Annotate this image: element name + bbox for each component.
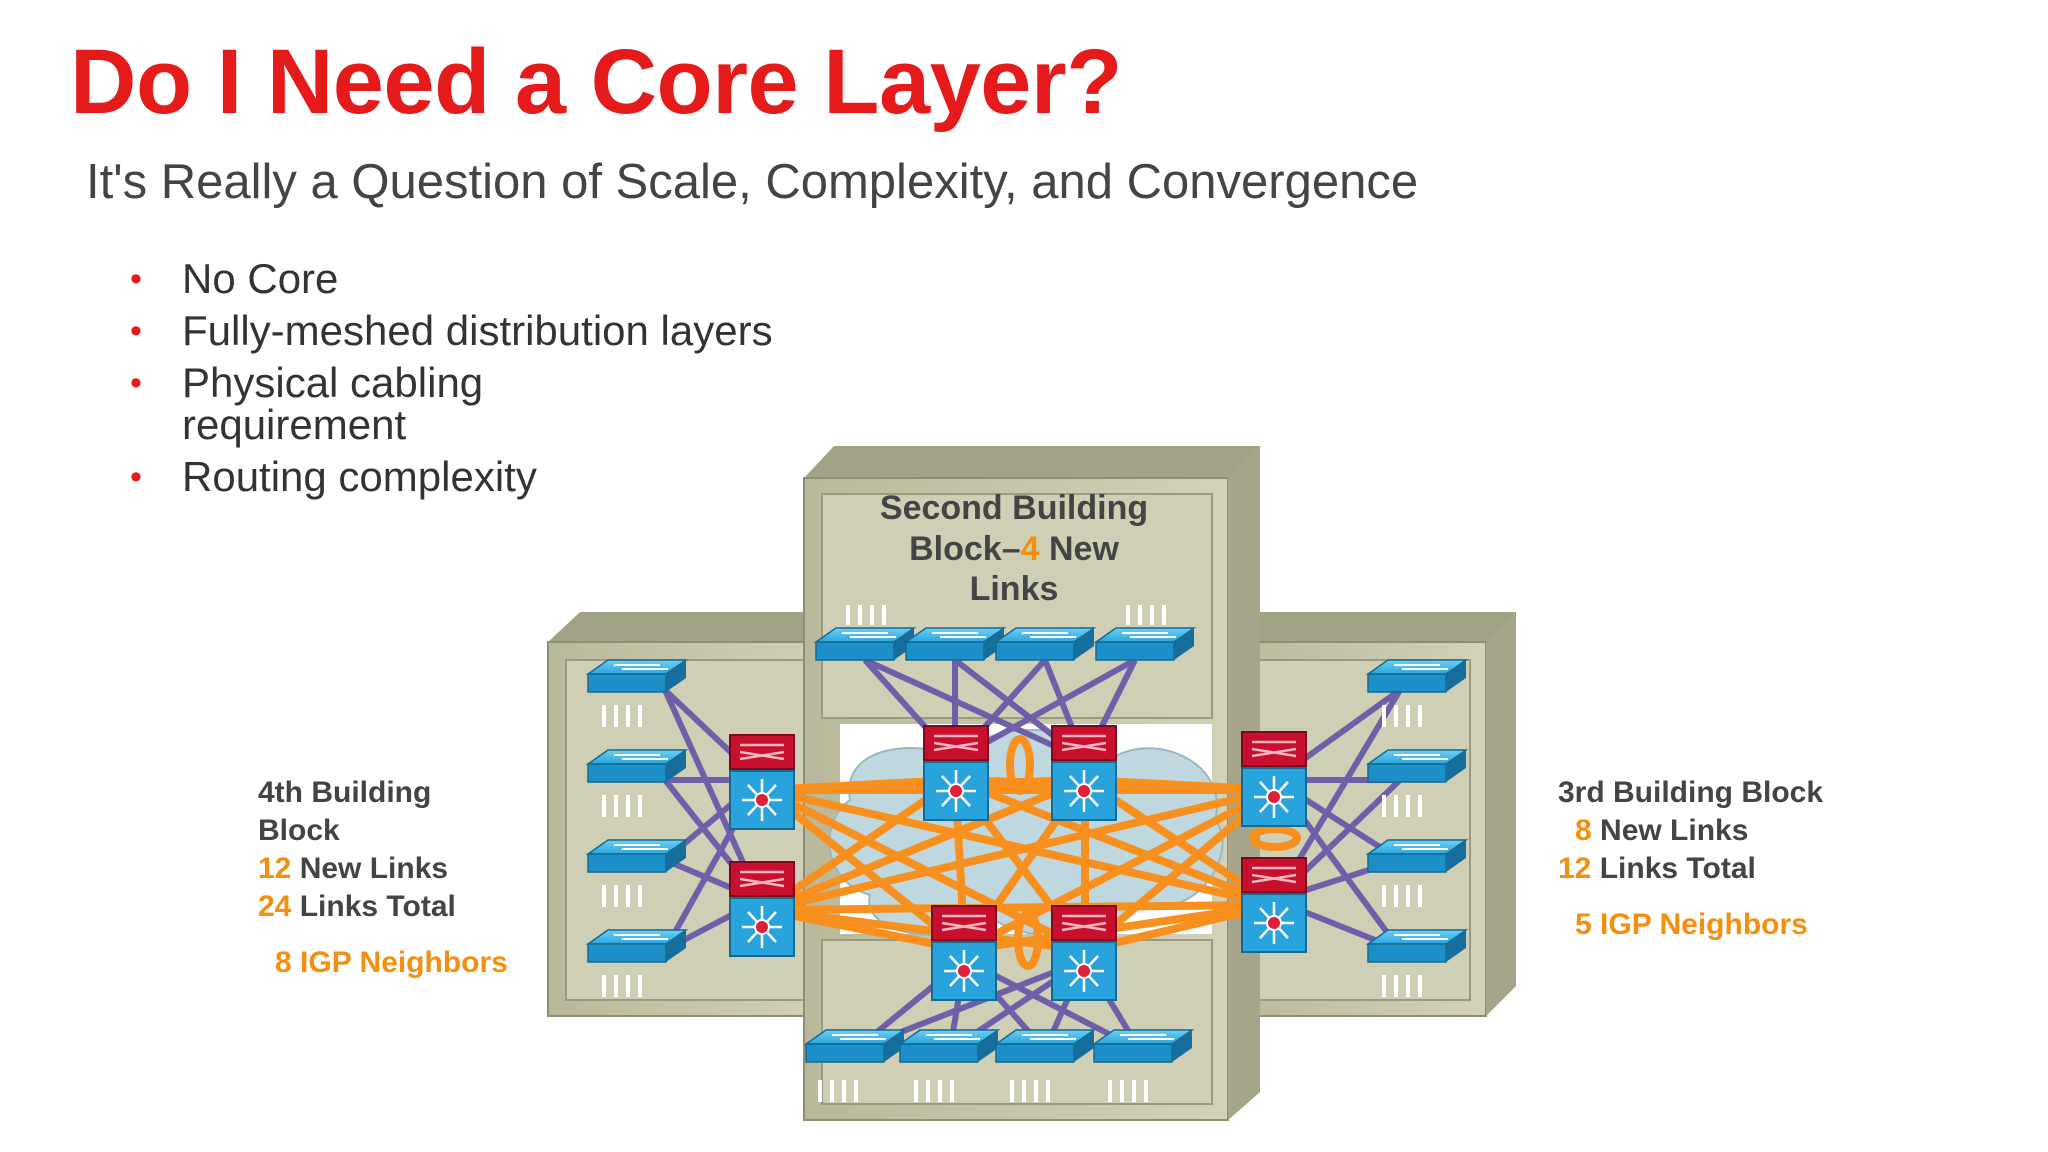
svg-text:Block–4 New: Block–4 New — [909, 530, 1119, 568]
bullet-item: •Fully-meshed distribution layers — [130, 307, 773, 354]
access-switches — [585, 627, 1469, 1063]
access-switch-icon — [803, 1029, 907, 1063]
bullet-dot-icon: • — [130, 458, 142, 496]
access-switch-icon — [993, 627, 1097, 661]
third-block-label: 3rd Building Block 8 New Links 12 Links … — [1558, 776, 1823, 941]
bullet-item: •No Core — [130, 255, 339, 302]
access-switch-icon — [1093, 627, 1197, 661]
distribution-switch-icon — [1241, 731, 1307, 827]
fourth-block-new-links-text: New Links — [291, 852, 448, 885]
distribution-switch-icon — [923, 725, 989, 821]
third-block-neighbors: 5 IGP Neighbors — [1575, 908, 1808, 941]
access-switch-icon — [1091, 1029, 1195, 1063]
distribution-switch-icon — [931, 905, 997, 1001]
switch-port-pins — [602, 605, 1422, 1102]
access-switch-icon — [585, 749, 689, 783]
fourth-block-line2: Block — [258, 814, 340, 847]
second-block-new-links-count: 4 — [1021, 530, 1040, 568]
second-block-label: Second Building Block–4 New Links — [880, 489, 1148, 608]
third-block-total-count: 12 — [1558, 852, 1591, 885]
bullet-dot-icon: • — [130, 312, 142, 350]
distribution-switch-icon — [729, 734, 795, 830]
access-switch-icon — [1365, 749, 1469, 783]
access-switch-icon — [1365, 839, 1469, 873]
fourth-block-total-count: 24 — [258, 890, 292, 923]
distribution-switch-icon — [729, 861, 795, 957]
fourth-block-total-text: Links Total — [291, 890, 455, 923]
third-block-total-text: Links Total — [1591, 852, 1755, 885]
distribution-switches — [729, 725, 1307, 1001]
second-block-line3: Links — [970, 570, 1059, 608]
bullet-item: •Routing complexity — [130, 453, 537, 500]
bullet-dot-icon: • — [130, 364, 142, 402]
svg-text:12 New Links: 12 New Links — [258, 852, 448, 885]
slide-title: Do I Need a Core Layer? — [70, 31, 1122, 133]
access-switch-icon — [993, 1029, 1097, 1063]
fourth-block-neighbors: 8 IGP Neighbors — [275, 946, 508, 979]
access-switch-icon — [897, 1029, 1001, 1063]
access-switch-icon — [1365, 659, 1469, 693]
third-block-new-links-count: 8 — [1575, 814, 1592, 847]
distribution-switch-icon — [1051, 725, 1117, 821]
access-switch-icon — [585, 839, 689, 873]
bullet-list: •No Core •Fully-meshed distribution laye… — [130, 258, 902, 508]
bullet-dot-icon: • — [130, 260, 142, 298]
access-switch-icon — [585, 659, 689, 693]
slide-subtitle: It's Really a Question of Scale, Complex… — [86, 155, 1419, 209]
access-switch-icon — [903, 627, 1007, 661]
access-switch-icon — [813, 627, 917, 661]
svg-text:12 Links Total: 12 Links Total — [1558, 852, 1756, 885]
second-block-line2-post: New — [1040, 530, 1120, 568]
fourth-block-new-links-count: 12 — [258, 852, 291, 885]
fourth-block-label: 4th Building Block 12 New Links 24 Links… — [258, 776, 508, 979]
third-block-new-links-text: New Links — [1592, 814, 1749, 847]
fourth-block-line1: 4th Building — [258, 776, 431, 809]
access-switch-icon — [1365, 929, 1469, 963]
distribution-switch-icon — [1051, 905, 1117, 1001]
second-block-line2-pre: Block– — [909, 530, 1021, 568]
svg-text:24 Links Total: 24 Links Total — [258, 890, 456, 923]
second-block-line1: Second Building — [880, 489, 1148, 527]
bullet-item: •Physical cabling requirement — [130, 359, 484, 448]
third-block-line1: 3rd Building Block — [1558, 776, 1823, 809]
distribution-switch-icon — [1241, 857, 1307, 953]
access-switch-icon — [585, 929, 689, 963]
svg-text:8 New Links: 8 New Links — [1575, 814, 1748, 847]
